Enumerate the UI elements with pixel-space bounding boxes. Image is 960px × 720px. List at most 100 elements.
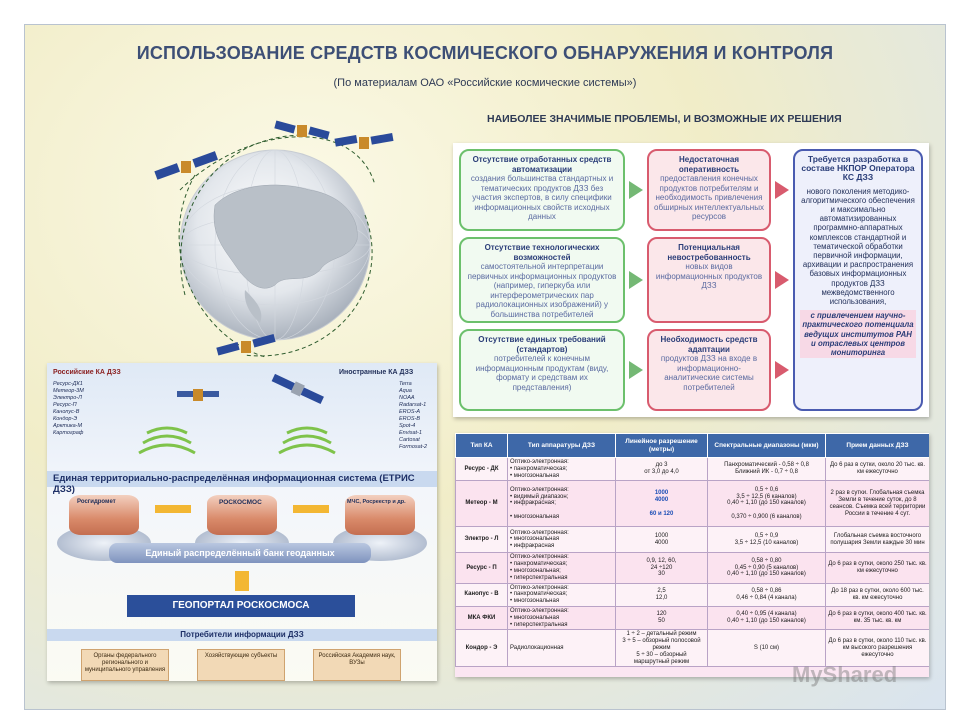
solution-text: нового поколения методико-алгоритмическо… — [801, 186, 915, 307]
resolution-text: до 3 от 3,0 до 4,0 — [644, 462, 679, 476]
equipment-text: Радиолокационная — [510, 644, 564, 651]
equipment-cell: Оптико-электронная: • многозональная • г… — [507, 605, 616, 631]
table-header: Тип аппаратуры ДЗЗ — [507, 433, 616, 458]
double-arrow-icon — [293, 505, 329, 513]
foreign-sats-list: Terra Aqua NOAA Radarsat-1 EROS-A EROS-B… — [399, 381, 427, 451]
consumer-box: Российская Академия наук, ВУЗы — [313, 649, 401, 681]
etris-system-label: Единая территориально-распределённая инф… — [47, 471, 437, 495]
equipment-cell: Оптико-электронная: • панхроматическая; … — [507, 582, 616, 607]
spectral-text: S (10 см) — [753, 644, 780, 651]
effect-box: Необходимость средств адаптации продукто… — [647, 329, 771, 411]
russian-sats-label: Российские КА ДЗЗ — [53, 369, 121, 376]
spectral-cell: S (10 см) — [707, 629, 826, 668]
sat-name-cell: Ресурс - П — [455, 552, 508, 584]
reception-cell: До 6 раз в сутки, около 400 тыс. кв. км.… — [825, 605, 929, 631]
double-arrow-icon — [155, 505, 191, 513]
sat-name-cell: Кондор - Э — [455, 629, 508, 668]
reception-cell: Глобальная съемка восточного полушария З… — [825, 526, 929, 554]
resolution-cell: 1000 4000 60 и 120 — [615, 480, 708, 528]
sat-name-cell: Канопус - В — [455, 582, 508, 607]
sat-name-cell: Метеор - М — [455, 480, 508, 528]
resolution-text: 2,5 12,0 — [655, 587, 668, 601]
arrow-right-icon — [775, 181, 789, 199]
watermark: MyShared — [792, 662, 898, 687]
equipment-text: Оптико-электронная: • многозональная • г… — [510, 607, 569, 628]
node-label-center: РОСКОСМОС — [219, 499, 262, 506]
russian-sats-list: Ресурс-ДК1 Метеор-3М Электро-Л Ресурс-П … — [53, 381, 84, 437]
effect-box: Недостаточная оперативность предоставлен… — [647, 149, 771, 231]
globe-illustration — [154, 120, 394, 358]
satellites-table: Тип КА Тип аппаратуры ДЗЗ Линейное разре… — [455, 433, 929, 677]
arrow-right-icon — [775, 271, 789, 289]
consumer-box: Органы федерального регионального и муни… — [81, 649, 169, 681]
sat-name: Formosat-2 — [399, 444, 428, 450]
sat-name: Cartosat — [399, 437, 420, 443]
spectral-text: 0,58 ÷ 0,80 0,45 ÷ 0,90 (5 каналов) 0,40… — [727, 557, 806, 578]
resolution-text: 120 50 — [656, 611, 667, 625]
geodata-bank: Единый распределённый банк геоданных — [109, 543, 371, 563]
arrow-right-icon — [775, 361, 789, 379]
spectral-cell: 0,5 ÷ 0,9 3,5 ÷ 12,5 (10 каналов) — [707, 526, 826, 554]
geoportal-banner: ГЕОПОРТАЛ РОСКОСМОСА — [127, 595, 355, 617]
table-row: Канопус - В Оптико-электронная: • панхро… — [455, 582, 929, 607]
sat-name-cell: Электро - Л — [455, 526, 508, 554]
problems-panel: Отсутствие отработанных средств автомати… — [453, 143, 929, 417]
equipment-cell: Оптико-электронная: • панхроматическая; … — [507, 552, 616, 584]
table-row: МКА ФКИ Оптико-электронная: • многозонал… — [455, 605, 929, 631]
resolution-text: 1 ÷ 2 – детальный режим 3 ÷ 5 – обзорный… — [622, 631, 701, 665]
satellite-icon — [274, 120, 330, 140]
table-row: Кондор - Э Радиолокационная 1 ÷ 2 – дета… — [455, 629, 929, 668]
slide: ИСПОЛЬЗОВАНИЕ СРЕДСТВ КОСМИЧЕСКОГО ОБНАР… — [24, 24, 946, 710]
spectral-cell: 0,5 ÷ 0,6 3,5 ÷ 12,5 (6 каналов) 0,40 ÷ … — [707, 480, 826, 528]
spectral-cell: Панхроматический - 0,58 ÷ 0,8 Ближний ИК… — [707, 456, 826, 482]
table-row: Метеор - М Оптико-электронная: • видимый… — [455, 480, 929, 528]
arrow-right-icon — [629, 361, 643, 379]
sat-name: Ресурс-ДК1 — [53, 381, 83, 387]
node-label-right: МЧС, Росреестр и др. — [347, 499, 406, 505]
equipment-text: Оптико-электронная: • многозональная • и… — [510, 529, 569, 550]
spectral-text: 0,40 ÷ 0,95 (4 канала) 0,40 ÷ 1,10 (до 1… — [727, 611, 806, 625]
spectral-text: 0,5 ÷ 0,9 3,5 ÷ 12,5 (10 каналов) — [734, 533, 799, 546]
resolution-cell: 1000 4000 — [615, 526, 708, 554]
problem-box: Отсутствие отработанных средств автомати… — [459, 149, 625, 231]
reception-cell: 2 раз в сутки. Глобальная съемка Земли в… — [825, 480, 929, 528]
arrow-down-icon — [235, 571, 249, 591]
equipment-text: Оптико-электронная: • видимый диапазон; … — [510, 486, 569, 521]
reception-cell: До 6 раз в сутки, около 250 тыс. кв. км … — [825, 552, 929, 584]
problems-heading: НАИБОЛЕЕ ЗНАЧИМЫЕ ПРОБЛЕМЫ, И ВОЗМОЖНЫЕ … — [487, 113, 842, 125]
spectral-text: Панхроматический - 0,58 ÷ 0,8 Ближний ИК… — [724, 462, 809, 476]
foreign-sats-label: Иностранные КА ДЗЗ — [339, 369, 414, 376]
satellite-icon — [271, 373, 324, 404]
resolution-text: 1000 4000 60 и 120 — [649, 490, 674, 517]
sat-name-cell: Ресурс - ДК — [455, 456, 508, 482]
satellite-icon — [154, 151, 218, 180]
node-cylinder — [69, 495, 139, 535]
table-header: Тип КА — [455, 433, 508, 458]
resolution-cell: 1 ÷ 2 – детальный режим 3 ÷ 5 – обзорный… — [615, 629, 708, 668]
consumers-label: Потребители информации ДЗЗ — [47, 629, 437, 641]
satellite-icon — [334, 132, 394, 149]
problem-title: Отсутствие технологических возможностей — [484, 243, 600, 262]
table-header: Прием данных ДЗЗ — [825, 433, 929, 458]
page-subtitle: (По материалам ОАО «Российские космическ… — [333, 77, 637, 89]
resolution-text: 0,9, 12, 60, 24 ÷120 30 — [646, 557, 677, 578]
table-row: Ресурс - ДК Оптико-электронная: • панхро… — [455, 456, 929, 482]
reception-cell: До 6 раз в сутки, около 110 тыс. кв. км … — [825, 629, 929, 668]
reception-cell: До 6 раз в сутки, около 20 тыс. кв. км е… — [825, 456, 929, 482]
satellite-icon — [177, 389, 219, 401]
sat-name: Электро-Л — [53, 395, 82, 401]
table-row: Ресурс - П Оптико-электронная: • панхром… — [455, 552, 929, 584]
equipment-text: Оптико-электронная: • панхроматическая; … — [510, 459, 569, 479]
equipment-cell: Оптико-электронная: • видимый диапазон; … — [507, 480, 616, 528]
spectral-cell: 0,58 ÷ 0,86 0,46 ÷ 0,84 (4 канала) — [707, 582, 826, 607]
equipment-text: Оптико-электронная: • панхроматическая; … — [510, 554, 569, 581]
sat-name: Spot-4 — [399, 423, 416, 429]
effect-title: Необходимость средств адаптации — [660, 335, 758, 354]
effect-text: новых видов информационных продуктов ДЗЗ — [655, 262, 763, 290]
sat-name: Арктика-М — [53, 423, 83, 429]
effect-text: продуктов ДЗЗ на входе в информационно-а… — [660, 354, 758, 392]
problem-box: Отсутствие единых требований (стандартов… — [459, 329, 625, 411]
reception-cell: До 18 раз в сутки, около 600 тыс. кв. км… — [825, 582, 929, 607]
spectral-cell: 0,40 ÷ 0,95 (4 канала) 0,40 ÷ 1,10 (до 1… — [707, 605, 826, 631]
sat-name: EROS-A — [399, 409, 421, 415]
